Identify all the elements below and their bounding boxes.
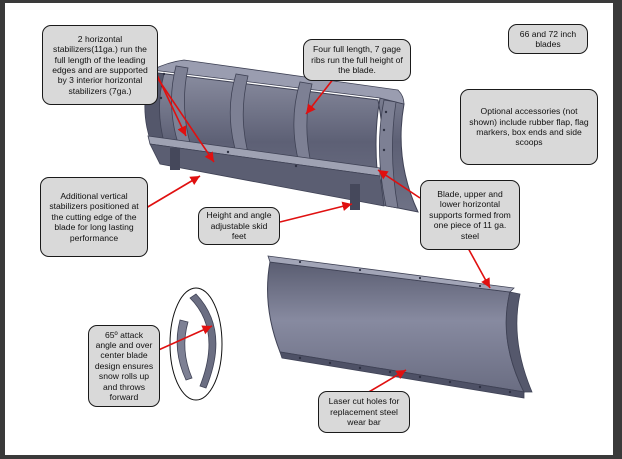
blade-front-view <box>267 255 533 399</box>
arrow-attack-angle <box>153 325 213 353</box>
callout-vertical-stabilizers-text: Additional vertical stabilizers position… <box>49 190 139 243</box>
arrow-vertical-stabilizers <box>145 175 201 209</box>
callout-laser-holes: Laser cut holes for replacement steel we… <box>318 391 410 433</box>
arrow-ribs <box>305 77 335 115</box>
callout-skid-feet: Height and angle adjustable skid feet <box>198 207 280 245</box>
callout-ribs-text: Four full length, 7 gage ribs run the fu… <box>311 44 403 76</box>
callout-skid-feet-text: Height and angle adjustable skid feet <box>206 210 272 242</box>
skid-foot-left <box>170 148 180 170</box>
callout-attack-angle-text: 65º attack angle and over center blade d… <box>94 329 154 403</box>
callout-blade-sizes-text: 66 and 72 inch blades <box>519 28 577 49</box>
arrow-skid-feet <box>279 201 353 223</box>
arrow-one-piece-steel-top <box>377 169 421 199</box>
callout-one-piece-steel-text: Blade, upper and lower horizontal suppor… <box>429 188 511 241</box>
callout-attack-angle: 65º attack angle and over center blade d… <box>88 325 160 407</box>
callout-ribs: Four full length, 7 gage ribs run the fu… <box>303 39 411 81</box>
callout-optional-accessories-text: Optional accessories (not shown) include… <box>469 106 589 148</box>
callout-blade-sizes: 66 and 72 inch blades <box>508 24 588 54</box>
callout-horizontal-stabilizers-text: 2 horizontal stabilizers(11ga.) run the … <box>52 33 148 96</box>
arrow-horizontal-stabilizers-bottom <box>147 63 215 163</box>
profile-curve <box>189 293 217 389</box>
callout-optional-accessories: Optional accessories (not shown) include… <box>460 89 598 165</box>
arrow-one-piece-steel-bottom <box>467 247 491 289</box>
callout-laser-holes-text: Laser cut holes for replacement steel we… <box>328 396 400 428</box>
callout-horizontal-stabilizers: 2 horizontal stabilizers(11ga.) run the … <box>42 25 158 105</box>
callout-one-piece-steel: Blade, upper and lower horizontal suppor… <box>420 180 520 250</box>
skid-foot-right <box>350 184 360 210</box>
callout-vertical-stabilizers: Additional vertical stabilizers position… <box>40 177 148 257</box>
blade-profile-detail <box>169 287 223 401</box>
callout-arrows <box>145 55 491 397</box>
laser-cut-holes <box>298 260 512 394</box>
